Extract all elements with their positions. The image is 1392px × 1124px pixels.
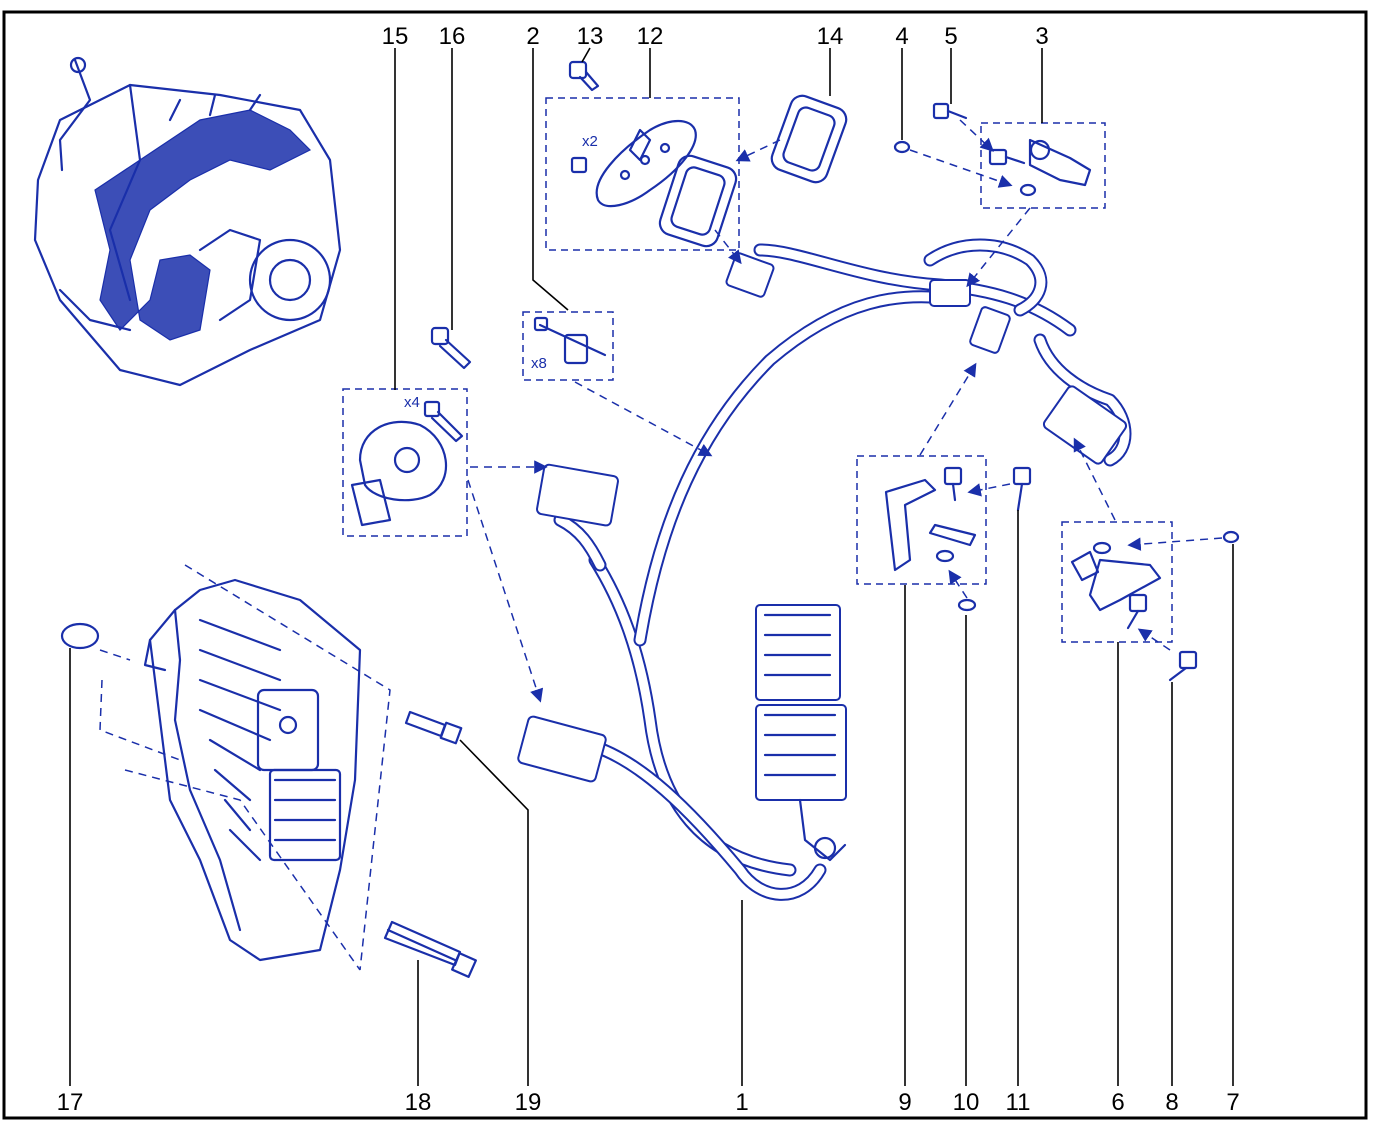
control-unit-illustration	[60, 564, 391, 971]
bolt-19-illustration	[404, 710, 463, 745]
arrow-5	[959, 119, 994, 152]
part-6-kit-box	[1061, 521, 1173, 643]
leader-lines	[69, 47, 1234, 1086]
wiring-harness-illustration	[517, 238, 1132, 901]
qty-part-15: x4	[404, 394, 420, 411]
callout-5: 5	[944, 23, 957, 50]
arrow-4	[909, 149, 1013, 188]
sensor-3-illustration	[988, 138, 1092, 197]
bolt-18-illustration	[383, 920, 477, 978]
callout-9: 9	[898, 1089, 911, 1116]
callout-19: 19	[515, 1089, 542, 1116]
arrow-2	[574, 381, 713, 457]
arrow-6	[1073, 437, 1116, 521]
diagram-frame	[2, 10, 1368, 1120]
oring-4-illustration	[893, 140, 911, 154]
callout-1: 1	[735, 1089, 748, 1116]
callout-8: 8	[1165, 1089, 1178, 1116]
bolt-11-illustration	[1012, 466, 1032, 512]
arrow-9	[919, 362, 977, 456]
callout-15: 15	[382, 23, 409, 50]
qty-part-12: x2	[582, 133, 598, 150]
callout-13: 13	[577, 23, 604, 50]
bolt-8-illustration	[1168, 650, 1198, 682]
bracket-12-illustration	[570, 119, 697, 208]
callout-16: 16	[439, 23, 466, 50]
part-3-kit-box	[980, 122, 1106, 209]
callout-14: 14	[817, 23, 844, 50]
arrow-12	[714, 229, 742, 265]
clip-2-illustration	[533, 316, 607, 365]
callout-12: 12	[637, 23, 664, 50]
callout-4: 4	[895, 23, 908, 50]
oring-7-illustration	[1222, 530, 1240, 544]
gearbox-assembly-illustration	[33, 56, 342, 387]
sensor-9-illustration	[884, 466, 977, 612]
arrow-14	[735, 139, 781, 162]
gasket-14-illustration	[658, 94, 848, 248]
callout-17: 17	[57, 1089, 84, 1116]
arrow-15b	[467, 479, 544, 703]
callout-6: 6	[1111, 1089, 1124, 1116]
bolt-16-illustration	[430, 326, 472, 370]
bolt-5-illustration	[932, 102, 968, 120]
bolt-13-illustration	[568, 60, 600, 92]
callout-2: 2	[526, 23, 539, 50]
callout-18: 18	[405, 1089, 432, 1116]
arrow-7	[1127, 537, 1223, 551]
callout-11: 11	[1006, 1089, 1031, 1116]
callout-10: 10	[953, 1089, 980, 1116]
part-15-kit-box	[342, 388, 468, 537]
part-2-kit-box	[522, 311, 614, 381]
arrow-11	[967, 483, 1011, 497]
qty-part-2: x8	[531, 355, 547, 372]
sensor-15-illustration	[350, 400, 464, 527]
part-9-kit-box	[856, 455, 987, 585]
sensor-6-illustration	[1070, 541, 1162, 630]
arrow-8	[1137, 628, 1171, 651]
arrow-10	[948, 569, 968, 599]
callout-3: 3	[1035, 23, 1048, 50]
arrow-3	[966, 207, 1031, 288]
callout-7: 7	[1226, 1089, 1239, 1116]
part-12-kit-box	[545, 97, 740, 251]
